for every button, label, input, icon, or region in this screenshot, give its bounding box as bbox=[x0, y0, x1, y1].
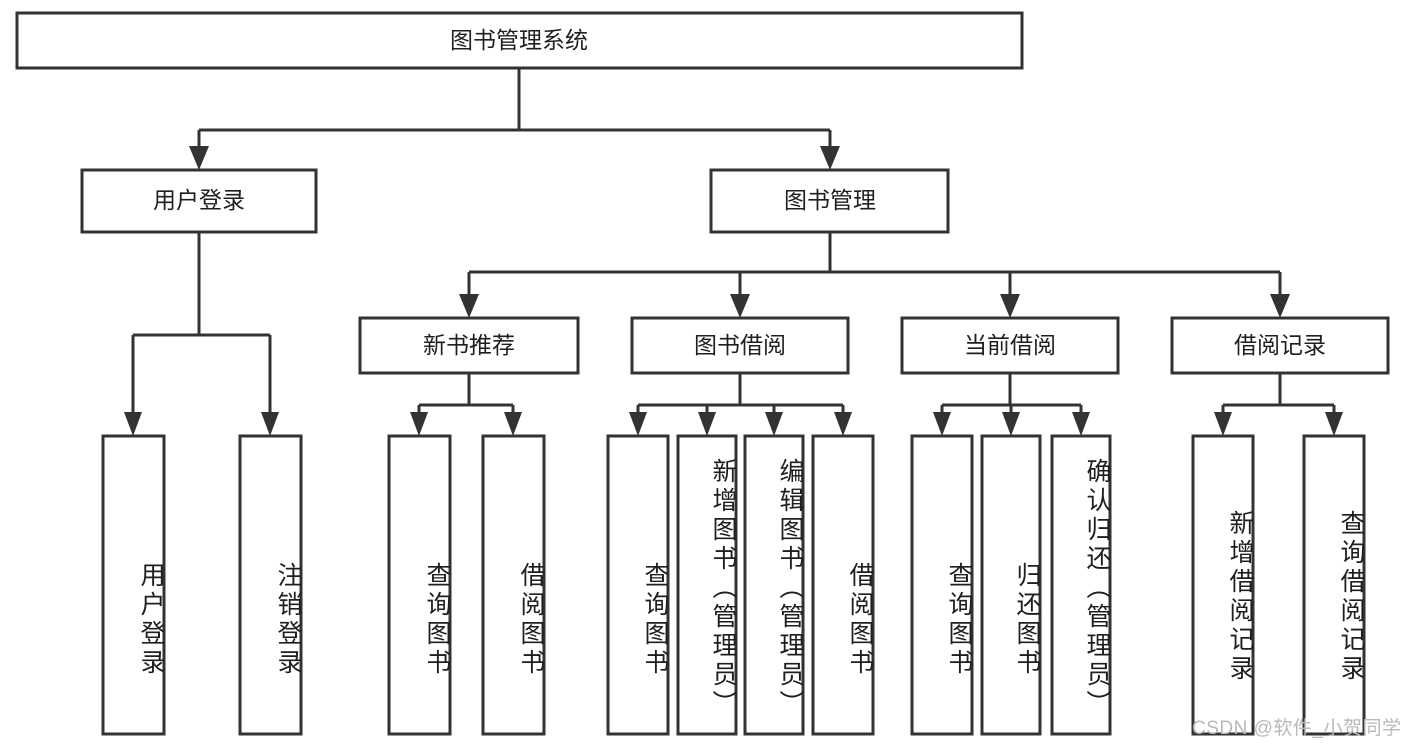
node-new-book-recommend-box[interactable] bbox=[358, 316, 580, 375]
node-user-login-label: 用户登录 bbox=[153, 187, 245, 213]
leaf-box-current-borrow-1[interactable] bbox=[910, 434, 974, 736]
node-root[interactable]: 图书管理系统 bbox=[15, 11, 1024, 70]
connector-group-bookmgmt-to-level3 bbox=[459, 232, 1290, 318]
arrow-bookmgmt-to-current-borrow bbox=[1000, 294, 1020, 318]
node-book-borrow[interactable]: 图书借阅 bbox=[630, 316, 850, 375]
node-book-borrow-box[interactable] bbox=[630, 316, 850, 375]
node-current-borrow-box[interactable] bbox=[900, 316, 1120, 375]
leaf-box-new-book-1[interactable] bbox=[387, 434, 452, 736]
arrow-bookmgmt-to-borrow-record bbox=[1270, 294, 1290, 318]
arrow-currentborrow-leaf-3 bbox=[1072, 412, 1090, 436]
leaf-box-current-borrow-2[interactable] bbox=[980, 434, 1042, 736]
arrow-bookborrow-leaf-3 bbox=[765, 412, 783, 436]
connector-group-borrowrecord-to-leaves bbox=[1214, 373, 1343, 436]
node-borrow-record-box[interactable] bbox=[1170, 316, 1390, 375]
node-book-management-box[interactable] bbox=[709, 168, 950, 234]
connector-group-bookborrow-to-leaves bbox=[629, 373, 852, 436]
connector-group-newbook-to-leaves bbox=[410, 373, 522, 436]
leaf-box-user-login-1[interactable] bbox=[101, 434, 166, 736]
node-new-book-recommend-label: 新书推荐 bbox=[423, 332, 515, 358]
node-new-book-recommend[interactable]: 新书推荐 bbox=[358, 316, 580, 375]
arrow-userlogin-leaf-2 bbox=[261, 412, 279, 436]
arrow-borrowrecord-leaf-1 bbox=[1214, 412, 1232, 436]
node-root-box[interactable] bbox=[15, 11, 1024, 70]
arrow-currentborrow-leaf-2 bbox=[1002, 412, 1020, 436]
leaf-box-new-book-2[interactable] bbox=[481, 434, 546, 736]
arrow-root-to-book-mgmt bbox=[820, 146, 840, 170]
leaf-box-borrow-record-2[interactable] bbox=[1302, 434, 1366, 736]
arrow-root-to-user-login bbox=[189, 146, 209, 170]
leaf-box-borrow-record-1[interactable] bbox=[1191, 434, 1255, 736]
arrow-userlogin-leaf-1 bbox=[124, 412, 142, 436]
node-book-borrow-label: 图书借阅 bbox=[694, 332, 786, 358]
arrow-bookmgmt-to-book-borrow bbox=[730, 294, 750, 318]
node-borrow-record[interactable]: 借阅记录 bbox=[1170, 316, 1390, 375]
arrow-bookborrow-leaf-2 bbox=[698, 412, 716, 436]
leaf-box-current-borrow-3[interactable] bbox=[1050, 434, 1112, 736]
arrow-bookborrow-leaf-1 bbox=[629, 412, 647, 436]
leaf-box-book-borrow-3[interactable] bbox=[743, 434, 805, 736]
arrow-currentborrow-leaf-1 bbox=[933, 412, 951, 436]
arrow-bookmgmt-to-new-book bbox=[459, 294, 479, 318]
leaf-box-user-login-2[interactable] bbox=[238, 434, 303, 736]
arrow-borrowrecord-leaf-2 bbox=[1325, 412, 1343, 436]
connector-group-userlogin-to-leaves bbox=[124, 232, 279, 436]
node-book-management[interactable]: 图书管理 bbox=[709, 168, 950, 234]
node-root-label: 图书管理系统 bbox=[450, 27, 588, 53]
node-book-management-label: 图书管理 bbox=[784, 187, 876, 213]
arrow-newbook-leaf-2 bbox=[504, 412, 522, 436]
csdn-watermark: CSDN @软件_小贺同学 bbox=[1192, 718, 1402, 739]
connector-group-root-to-level2 bbox=[189, 68, 840, 170]
leaf-box-book-borrow-2[interactable] bbox=[676, 434, 738, 736]
node-user-login-box[interactable] bbox=[80, 168, 318, 234]
arrow-newbook-leaf-1 bbox=[410, 412, 428, 436]
connector-group-currentborrow-to-leaves bbox=[933, 373, 1090, 436]
node-user-login[interactable]: 用户登录 bbox=[80, 168, 318, 234]
node-current-borrow-label: 当前借阅 bbox=[964, 332, 1056, 358]
node-current-borrow[interactable]: 当前借阅 bbox=[900, 316, 1120, 375]
arrow-bookborrow-leaf-4 bbox=[834, 412, 852, 436]
leaf-box-book-borrow-4[interactable] bbox=[811, 434, 875, 736]
leaf-box-book-borrow-1[interactable] bbox=[606, 434, 670, 736]
node-borrow-record-label: 借阅记录 bbox=[1234, 332, 1326, 358]
